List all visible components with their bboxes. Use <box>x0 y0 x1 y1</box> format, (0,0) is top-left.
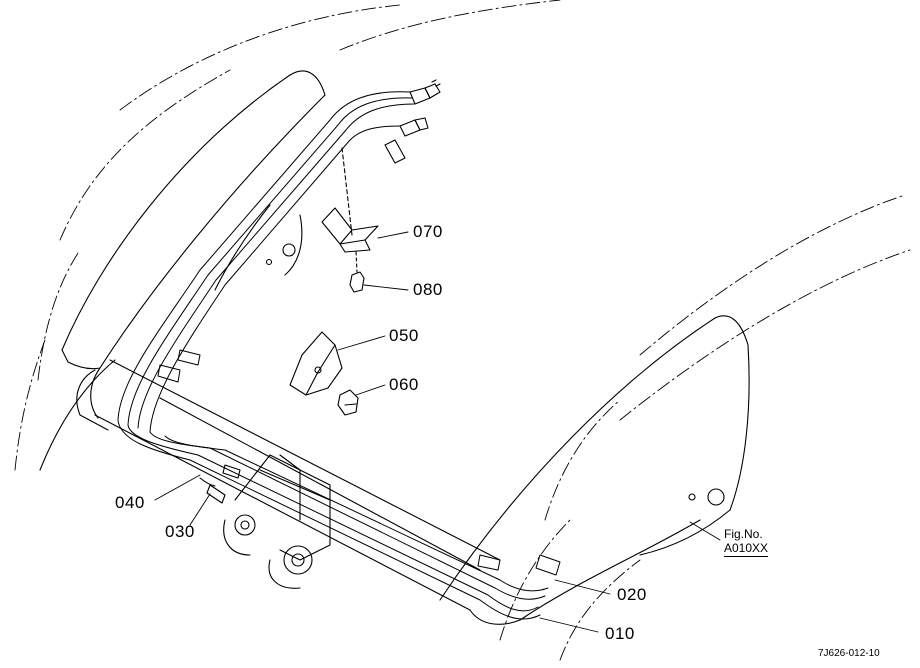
leader-lines <box>154 231 721 633</box>
leader-030 <box>189 493 211 526</box>
callout-080: 080 <box>413 280 443 299</box>
leader-080 <box>363 284 409 291</box>
leader-figno <box>689 521 721 541</box>
callout-070: 070 <box>413 222 443 241</box>
pipe-fittings-top <box>384 79 441 164</box>
leader-070 <box>377 231 409 239</box>
leader-050 <box>337 335 386 351</box>
leader-020 <box>554 579 611 595</box>
right-loader-arm <box>439 315 750 621</box>
drawing-id: 7J626-012-10 <box>818 648 880 659</box>
bracket-070 <box>321 147 379 253</box>
figure-number-block: Fig.No. A010XX <box>724 527 769 557</box>
pipe-fittings-bottom <box>199 464 241 504</box>
callout-020: 020 <box>617 585 647 604</box>
cross-tube <box>90 359 521 625</box>
callout-040: 040 <box>115 493 145 512</box>
nut-060 <box>337 389 359 416</box>
bracket-050 <box>289 331 343 396</box>
leader-040 <box>154 474 201 501</box>
left-fender-dashed-outline <box>14 0 561 471</box>
leader-010 <box>539 617 599 633</box>
left-loader-arm <box>39 70 326 471</box>
mounting-bracket <box>223 454 331 589</box>
callout-050: 050 <box>389 326 419 345</box>
callout-060: 060 <box>389 375 419 394</box>
hydraulic-pipes <box>117 91 561 620</box>
figure-number-code: A010XX <box>724 541 769 557</box>
callout-010: 010 <box>605 624 635 643</box>
bolt-080 <box>349 251 365 293</box>
right-fender-dashed-outline <box>499 194 911 661</box>
figure-number-label: Fig.No. <box>724 527 763 541</box>
leader-060 <box>355 384 386 396</box>
callout-030: 030 <box>165 522 195 541</box>
